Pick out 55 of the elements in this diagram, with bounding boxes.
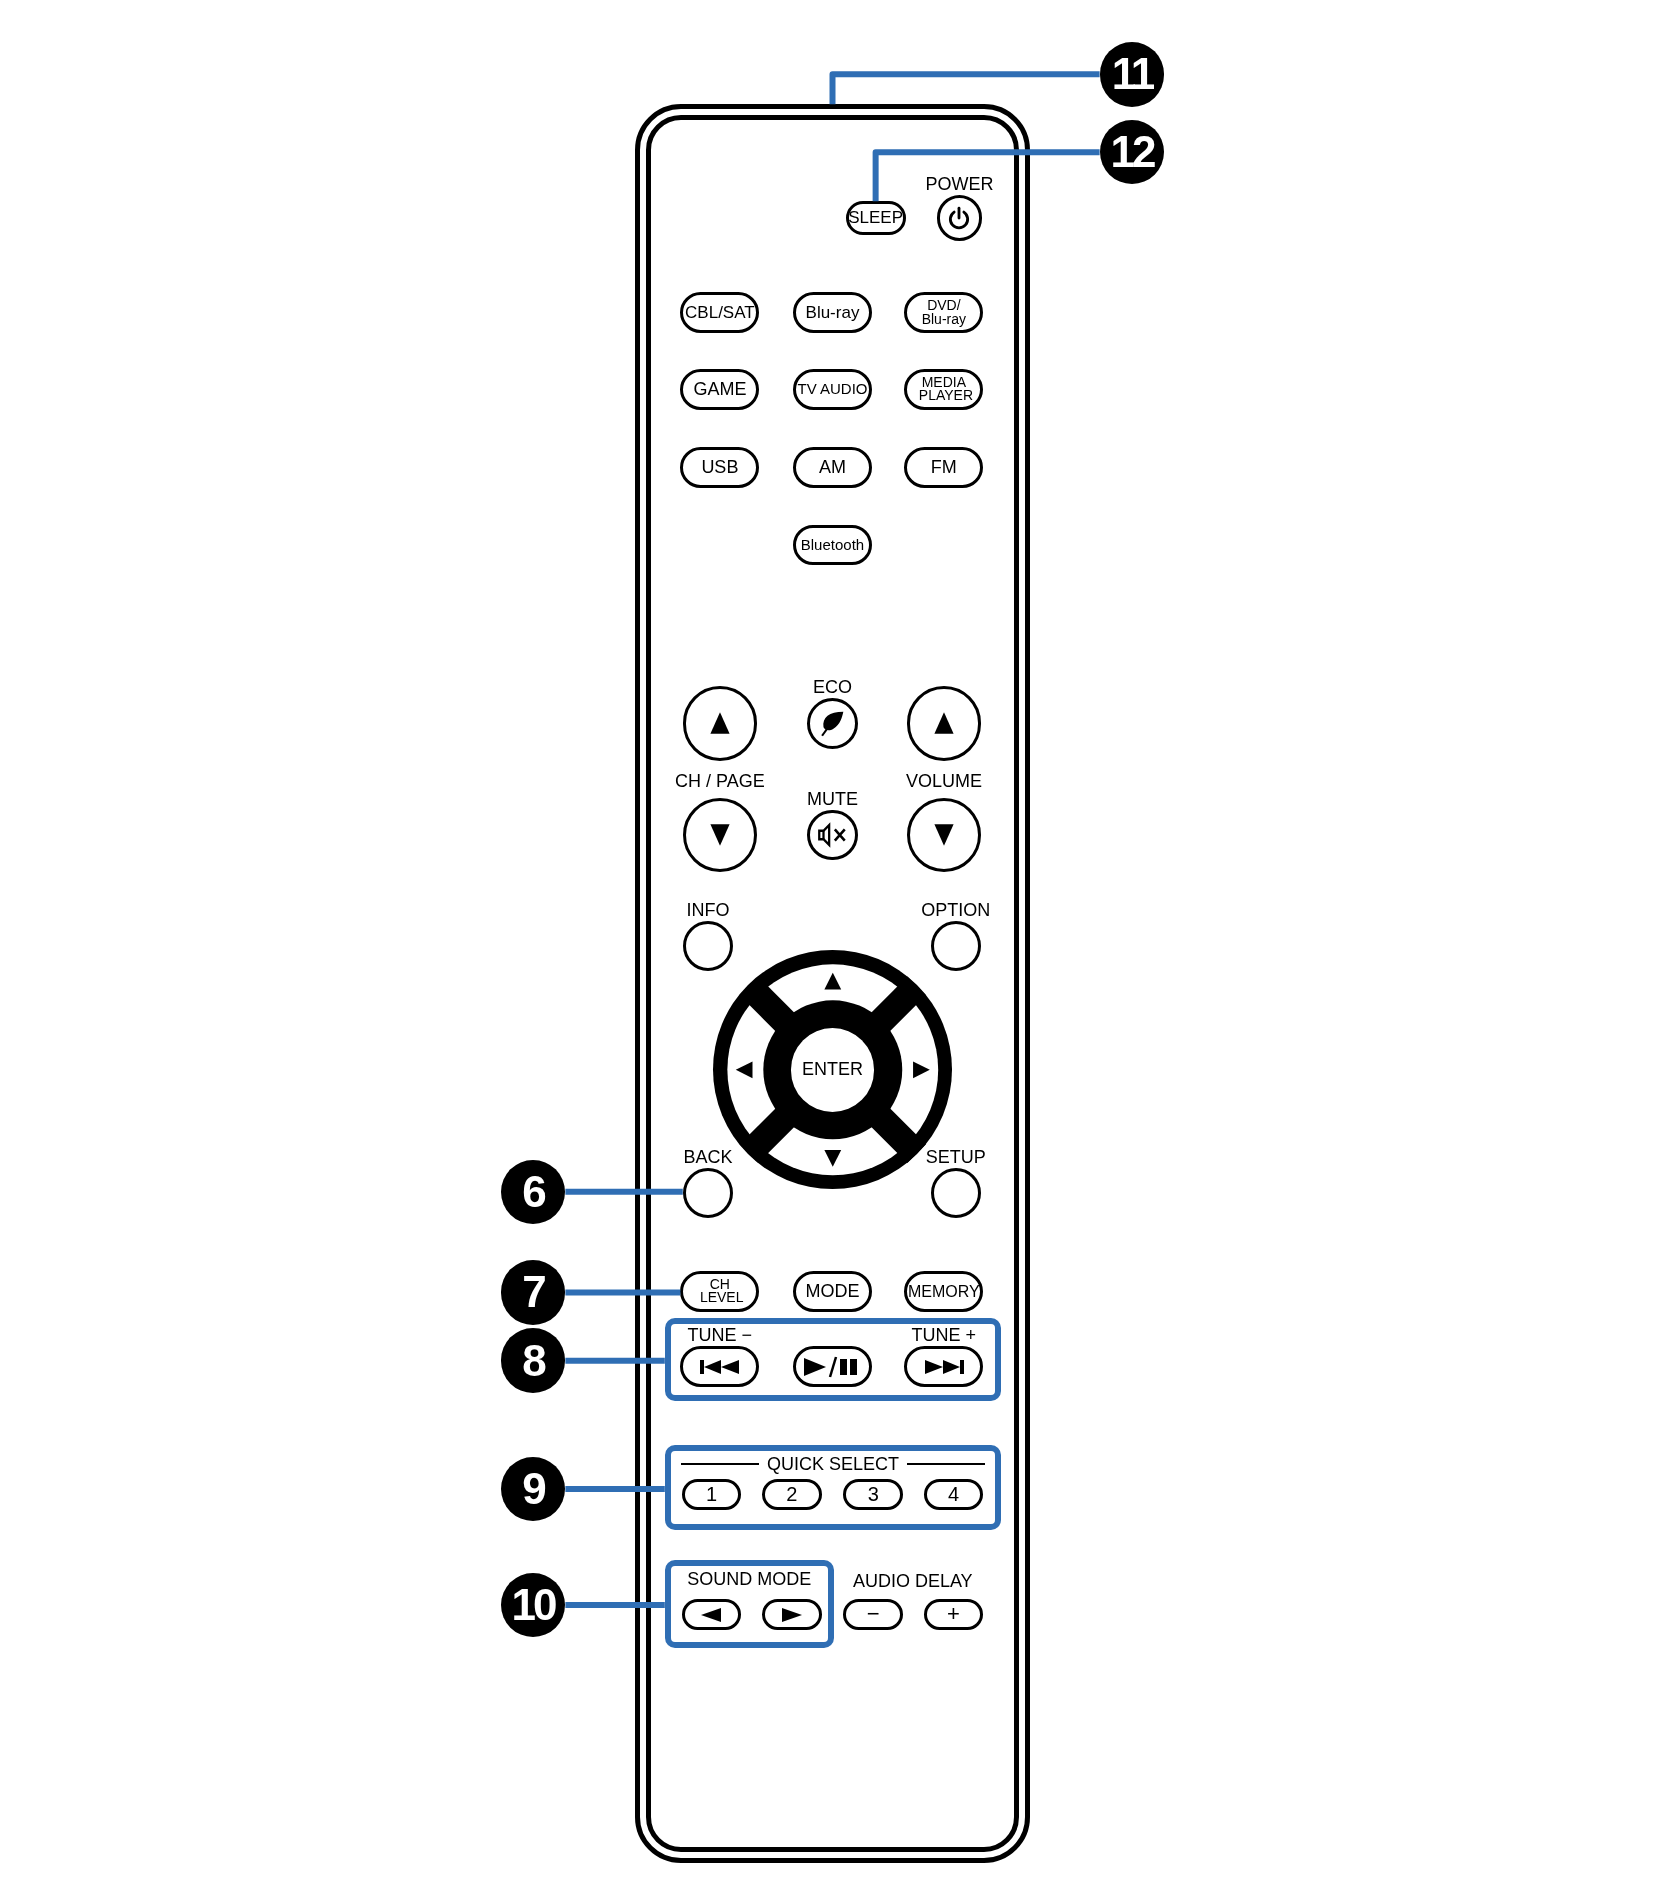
leader-line bbox=[829, 71, 1100, 105]
button-label: AUDIO DELAY bbox=[852, 1572, 973, 1591]
pill-button bbox=[681, 1599, 742, 1631]
pill-button: − bbox=[843, 1599, 904, 1631]
button-label: CH / PAGE bbox=[675, 772, 765, 790]
pill-button: + bbox=[923, 1599, 984, 1631]
remote-body bbox=[634, 104, 1031, 1863]
leader-line bbox=[565, 1289, 681, 1296]
leader-line bbox=[872, 149, 1100, 202]
callout-number: 7 bbox=[500, 1260, 566, 1325]
pill-button bbox=[761, 1599, 822, 1631]
callout-number: 6 bbox=[500, 1159, 566, 1225]
pill-button: CBL/SAT bbox=[680, 292, 760, 333]
callout-number: 8 bbox=[500, 1328, 566, 1394]
pill-button: TV AUDIO bbox=[792, 368, 872, 410]
button-group-outline bbox=[664, 1559, 834, 1649]
button-label: POWER bbox=[925, 175, 994, 194]
button-label: ECO bbox=[812, 678, 852, 697]
button-group-outline bbox=[664, 1317, 1002, 1402]
leader-line bbox=[565, 1188, 683, 1195]
pill-button: AM bbox=[792, 446, 872, 488]
pill-button: FM bbox=[904, 446, 984, 488]
button-label: INFO bbox=[686, 901, 730, 920]
button-label: OPTION bbox=[921, 901, 991, 920]
pill-button: DVD/ Blu-ray bbox=[904, 292, 984, 333]
pill-button: MEMORY bbox=[904, 1270, 984, 1312]
pill-button: MEDIA PLAYER bbox=[904, 368, 984, 410]
pill-button: 2 bbox=[761, 1479, 822, 1511]
group-heading: SOUND MODE bbox=[687, 1569, 812, 1588]
button-label: TUNE + bbox=[911, 1326, 977, 1345]
leader-line bbox=[565, 1485, 665, 1492]
button-label: MUTE bbox=[806, 789, 858, 808]
pill-button: USB bbox=[680, 446, 760, 488]
callout-number: 9 bbox=[500, 1456, 566, 1522]
pill-button: Bluetooth bbox=[792, 524, 872, 566]
button-label: BACK bbox=[683, 1147, 733, 1166]
pill-button bbox=[792, 1346, 872, 1388]
pill-button: SLEEP bbox=[845, 201, 906, 235]
callout-number: 11 bbox=[1099, 41, 1165, 107]
pill-button: 1 bbox=[681, 1479, 742, 1511]
button-group-outline bbox=[664, 1445, 1002, 1531]
callout-number: 12 bbox=[1099, 119, 1165, 185]
pill-button: GAME bbox=[680, 368, 760, 410]
pill-button: CH LEVEL bbox=[680, 1270, 760, 1312]
group-heading: QUICK SELECT bbox=[767, 1455, 900, 1474]
pill-button: 3 bbox=[843, 1479, 904, 1511]
leader-line bbox=[565, 1602, 665, 1609]
pill-button: 4 bbox=[923, 1479, 984, 1511]
button-label: SETUP bbox=[925, 1147, 986, 1166]
button-label: VOLUME bbox=[905, 772, 982, 790]
pill-button: MODE bbox=[792, 1270, 872, 1312]
button-label: TUNE − bbox=[687, 1326, 753, 1345]
callout-number: 10 bbox=[500, 1572, 566, 1638]
pill-button: Blu-ray bbox=[792, 292, 872, 333]
leader-line bbox=[565, 1357, 665, 1364]
